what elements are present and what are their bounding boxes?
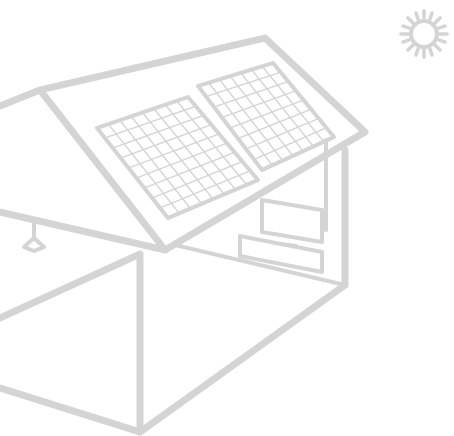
panel-grid-line [159, 170, 251, 209]
panel-grid-line [221, 90, 297, 119]
house-outline [0, 34, 369, 436]
panel-grid-line [143, 151, 236, 189]
sun-icon [399, 9, 449, 59]
panel-grid-line [119, 119, 192, 210]
panel-grid-line [175, 100, 248, 186]
panel-grid-line [130, 115, 203, 205]
lamp-icon [22, 220, 46, 253]
panel-grid-line [205, 71, 282, 98]
panel-grid-line [213, 80, 289, 108]
panel-grid-line [245, 117, 320, 150]
panel-grid-line [104, 105, 197, 139]
panel-grid-line [141, 111, 214, 200]
panel-grid-line [112, 114, 205, 149]
panel-grid-line [237, 108, 312, 140]
solar-panel [196, 61, 336, 172]
panel-grid-line [119, 123, 213, 159]
panel-grid-line [153, 107, 225, 195]
panel-grid-line [229, 99, 305, 129]
solar-panel [95, 95, 260, 220]
panel-grid-line [135, 142, 228, 179]
panel-grid-line [107, 123, 180, 214]
panel-grid-line [127, 133, 220, 169]
panel-grid-line [151, 160, 244, 199]
panel-grid-line [253, 127, 328, 161]
panel-grid-line [164, 104, 237, 191]
inverter-box [238, 198, 324, 274]
